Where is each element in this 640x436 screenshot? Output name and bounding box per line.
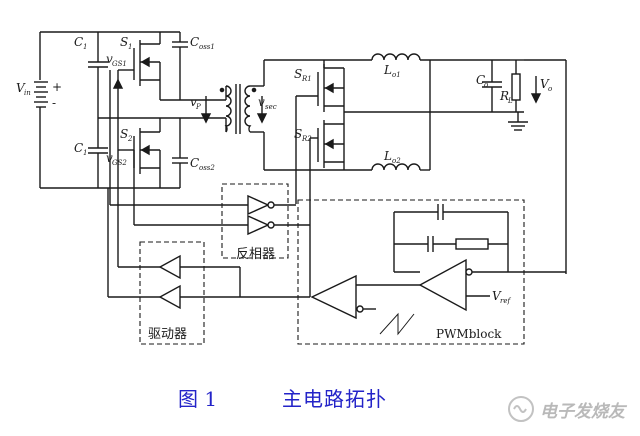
c1-bottom-subscript: 1 xyxy=(83,149,87,157)
minus-sign: - xyxy=(52,96,56,110)
coss1-subscript: oss1 xyxy=(199,43,215,51)
vref-label: V xyxy=(492,289,502,303)
figure-number: 图 1 xyxy=(178,387,218,411)
c1-bottom-label: C xyxy=(74,141,83,155)
coss2-subscript: oss2 xyxy=(199,164,215,172)
switch-s1: S 1 v GS1 C oss1 xyxy=(106,31,226,254)
vgs1-label: v xyxy=(106,52,113,66)
lo1-subscript: o1 xyxy=(392,71,401,79)
sync-rectifier-sr1: S R1 xyxy=(263,59,345,204)
pwm-block: V ref PWMblock xyxy=(297,199,566,345)
s2-label: S xyxy=(120,127,128,141)
rl-subscript: L xyxy=(507,97,513,105)
watermark-text: 电子发烧友 xyxy=(540,402,625,422)
s2-subscript: 2 xyxy=(127,135,133,143)
lo2-subscript: o2 xyxy=(392,157,401,165)
vo-subscript: o xyxy=(548,85,552,93)
switch-s2: S 2 v GS2 C oss2 xyxy=(106,118,215,189)
plus-sign: + xyxy=(52,80,62,94)
figure-title: 主电路拓扑 xyxy=(282,387,387,411)
inductor-lo1: L o1 xyxy=(344,53,510,112)
inverter-block: 反相器 xyxy=(110,183,310,262)
lo1-label: L xyxy=(383,63,392,77)
vref-subscript: ref xyxy=(500,297,511,305)
vsec-subscript: sec xyxy=(265,103,277,111)
driver-block-label: 驱动器 xyxy=(148,327,187,342)
capacitor-c1-bottom: C 1 xyxy=(74,118,108,188)
transformer: v P v sec xyxy=(190,84,277,134)
vsec-label: v xyxy=(258,95,265,109)
s1-top-label: S xyxy=(120,35,128,49)
rl-label: R xyxy=(499,89,509,103)
coss2-label: C xyxy=(190,156,199,170)
vgs1-subscript: GS1 xyxy=(112,60,127,68)
vin-subscript: in xyxy=(24,89,31,97)
driver-block: 驱动器 xyxy=(107,70,310,345)
inductor-lo2: L o2 xyxy=(344,112,431,171)
watermark-logo: 电子发烧友 xyxy=(506,392,626,428)
inverter-block-label: 反相器 xyxy=(236,247,275,262)
s1-top-subscript: 1 xyxy=(128,43,132,51)
vgs2-subscript: GS2 xyxy=(112,159,127,167)
figure-caption: 图 1 主电路拓扑 xyxy=(0,383,640,413)
watermark-icon xyxy=(508,396,534,422)
co-subscript: o xyxy=(484,81,488,89)
output-stage: C o R L V o xyxy=(430,59,567,274)
input-source: V in + - xyxy=(16,31,110,189)
co-label: C xyxy=(476,73,485,87)
sr1-subscript: R1 xyxy=(301,75,312,83)
sr1-label: S xyxy=(294,67,302,81)
c1-top-subscript: 1 xyxy=(83,43,87,51)
sr2-subscript: R2 xyxy=(301,135,312,143)
capacitor-c1-top: C 1 xyxy=(74,32,108,118)
vp-label: v xyxy=(190,95,197,109)
vo-label: V xyxy=(540,77,550,91)
vin-label: V xyxy=(16,81,26,95)
sr2-label: S xyxy=(294,127,302,141)
sync-rectifier-sr2: S R2 xyxy=(263,111,430,224)
lo2-label: L xyxy=(383,149,392,163)
vp-subscript: P xyxy=(195,103,201,111)
coss1-label: C xyxy=(190,35,199,49)
pwm-block-label: PWMblock xyxy=(436,327,502,341)
c1-top-label: C xyxy=(74,35,83,49)
